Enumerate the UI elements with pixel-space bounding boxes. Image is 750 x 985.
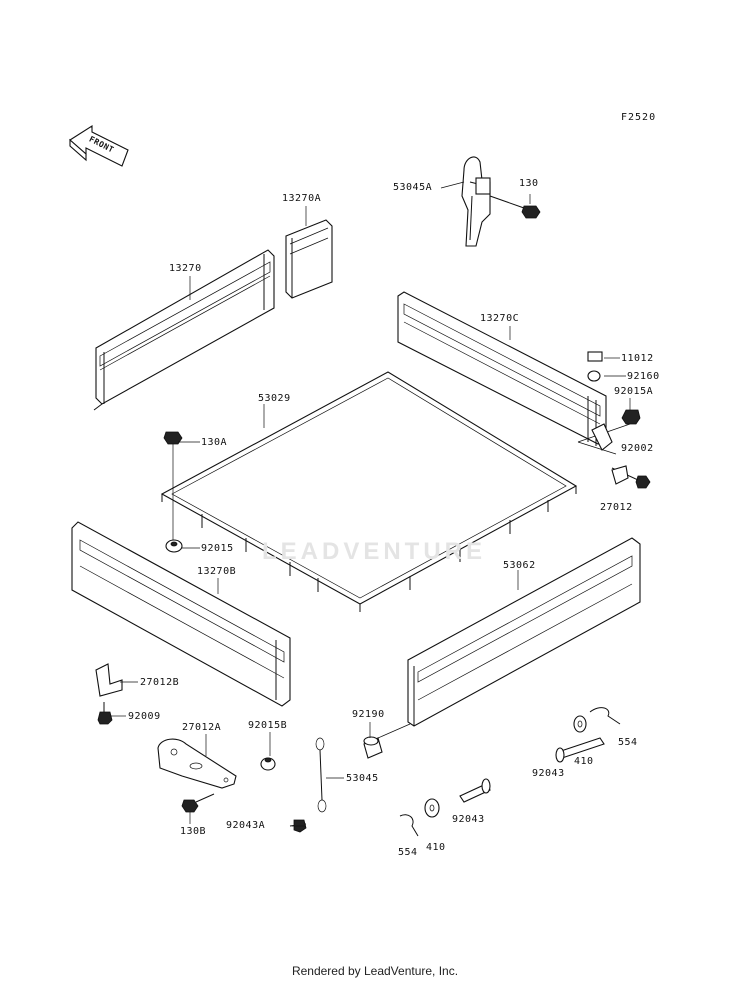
tailgate-13270B — [71, 521, 291, 707]
callout-554-upper[interactable]: 554 — [618, 737, 638, 748]
plate-27012A — [157, 738, 237, 789]
callout-27012A[interactable]: 27012A — [182, 722, 222, 733]
callout-92009[interactable]: 92009 — [128, 711, 161, 722]
callout-92043-lower[interactable]: 92043 — [452, 814, 485, 825]
callout-92043-upper[interactable]: 92043 — [532, 768, 565, 779]
bolt-92009 — [97, 702, 113, 725]
callout-53045A[interactable]: 53045A — [393, 182, 433, 193]
callout-27012B[interactable]: 27012B — [140, 677, 180, 688]
bolt-130B — [181, 793, 215, 813]
bushing-92190 — [363, 723, 411, 759]
callout-13270C[interactable]: 13270C — [480, 313, 520, 324]
callout-92015[interactable]: 92015 — [201, 543, 234, 554]
callout-92002[interactable]: 92002 — [621, 443, 654, 454]
hardware-right — [577, 351, 651, 489]
callout-410-upper[interactable]: 410 — [574, 756, 594, 767]
figure-code: F2520 — [621, 112, 657, 123]
callout-92015B[interactable]: 92015B — [248, 720, 288, 731]
callout-53029[interactable]: 53029 — [258, 393, 291, 404]
watermark-text: LEADVENTURE — [262, 538, 487, 565]
bolt-130A — [163, 431, 183, 540]
spacer-92015B — [260, 757, 276, 771]
leader-lines — [110, 181, 631, 827]
bed-frame-53029 — [160, 371, 578, 612]
front-panel-13270A — [285, 219, 333, 299]
callout-13270B[interactable]: 13270B — [197, 566, 237, 577]
callout-92190[interactable]: 92190 — [352, 709, 385, 720]
footer-credit: Rendered by LeadVenture, Inc. — [291, 964, 459, 978]
washer-410-upper — [573, 715, 587, 733]
callout-130[interactable]: 130 — [519, 178, 539, 189]
pin-92043-lower — [459, 778, 491, 803]
callout-92160[interactable]: 92160 — [627, 371, 660, 382]
bracket-27012B — [95, 663, 123, 697]
callout-92015A[interactable]: 92015A — [614, 386, 654, 397]
callout-92043A[interactable]: 92043A — [226, 820, 266, 831]
nut-92015 — [165, 539, 183, 553]
clip-554-lower — [399, 814, 419, 837]
callout-13270[interactable]: 13270 — [169, 263, 202, 274]
clip-554-upper — [589, 707, 621, 725]
callout-13270A[interactable]: 13270A — [282, 193, 322, 204]
callout-554-lower[interactable]: 554 — [398, 847, 418, 858]
callout-11012[interactable]: 11012 — [621, 353, 654, 364]
callout-53045[interactable]: 53045 — [346, 773, 379, 784]
tailgate-53062 — [407, 537, 641, 727]
pin-92043-upper — [555, 737, 605, 763]
callout-410-lower[interactable]: 410 — [426, 842, 446, 853]
callout-27012[interactable]: 27012 — [600, 502, 633, 513]
side-panel-13270 — [93, 249, 275, 411]
callout-53062[interactable]: 53062 — [503, 560, 536, 571]
callout-130B[interactable]: 130B — [180, 826, 207, 837]
latch-handle-53045A — [461, 156, 491, 247]
cable-53045 — [315, 737, 327, 813]
front-arrow-icon — [69, 124, 129, 167]
washer-410-lower — [424, 798, 440, 818]
callout-130A[interactable]: 130A — [201, 437, 228, 448]
bolt-130 — [489, 195, 541, 219]
